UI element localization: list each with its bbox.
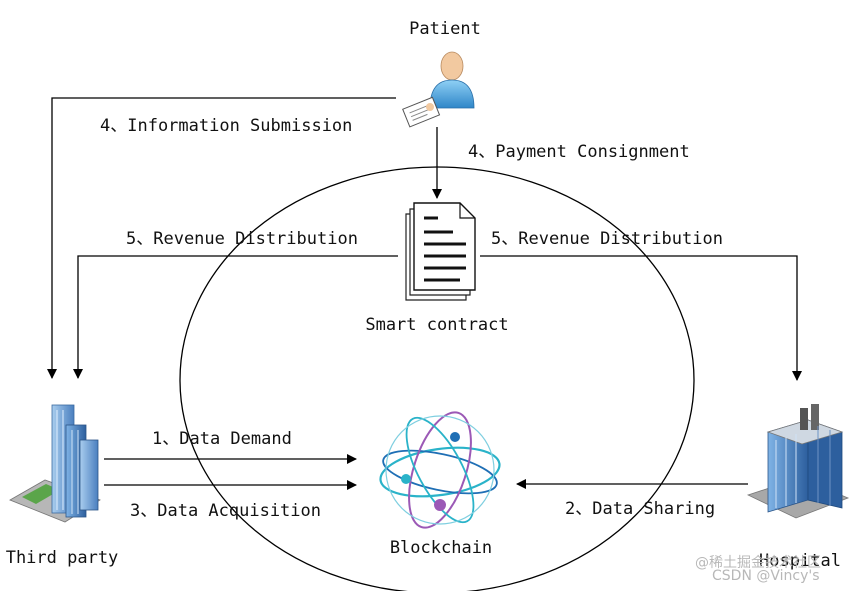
- person-icon: [402, 51, 475, 128]
- globe-network-icon: [379, 411, 501, 529]
- info-submission-label: 4、Information Submission: [100, 116, 352, 136]
- revenue-left-arrow: [73, 255, 398, 379]
- data-acquisition-label: 3、Data Acquisition: [130, 501, 321, 521]
- hospital-label: Hospital: [759, 551, 841, 571]
- smart-contract-label: Smart contract: [365, 315, 508, 335]
- watermark-line1: @稀土掘金技术社区: [695, 555, 821, 571]
- revenue-left-label: 5、Revenue Distribution: [126, 229, 358, 249]
- payment-consignment-label: 4、Payment Consignment: [468, 142, 690, 162]
- watermark-line2: CSDN @Vincy's: [712, 568, 820, 584]
- third-party-label: Third party: [6, 548, 119, 568]
- patient-label: Patient: [409, 19, 481, 39]
- hospital-building-icon: [746, 404, 850, 519]
- office-tower-icon: [9, 404, 101, 523]
- info-submission-arrow: [47, 97, 396, 379]
- document-stack-icon: [405, 202, 476, 301]
- blockchain-label: Blockchain: [390, 538, 492, 558]
- data-demand-label: 1、Data Demand: [152, 429, 292, 449]
- data-sharing-label: 2、Data Sharing: [565, 499, 715, 519]
- revenue-right-label: 5、Revenue Distribution: [491, 229, 723, 249]
- revenue-right-arrow: [480, 255, 802, 381]
